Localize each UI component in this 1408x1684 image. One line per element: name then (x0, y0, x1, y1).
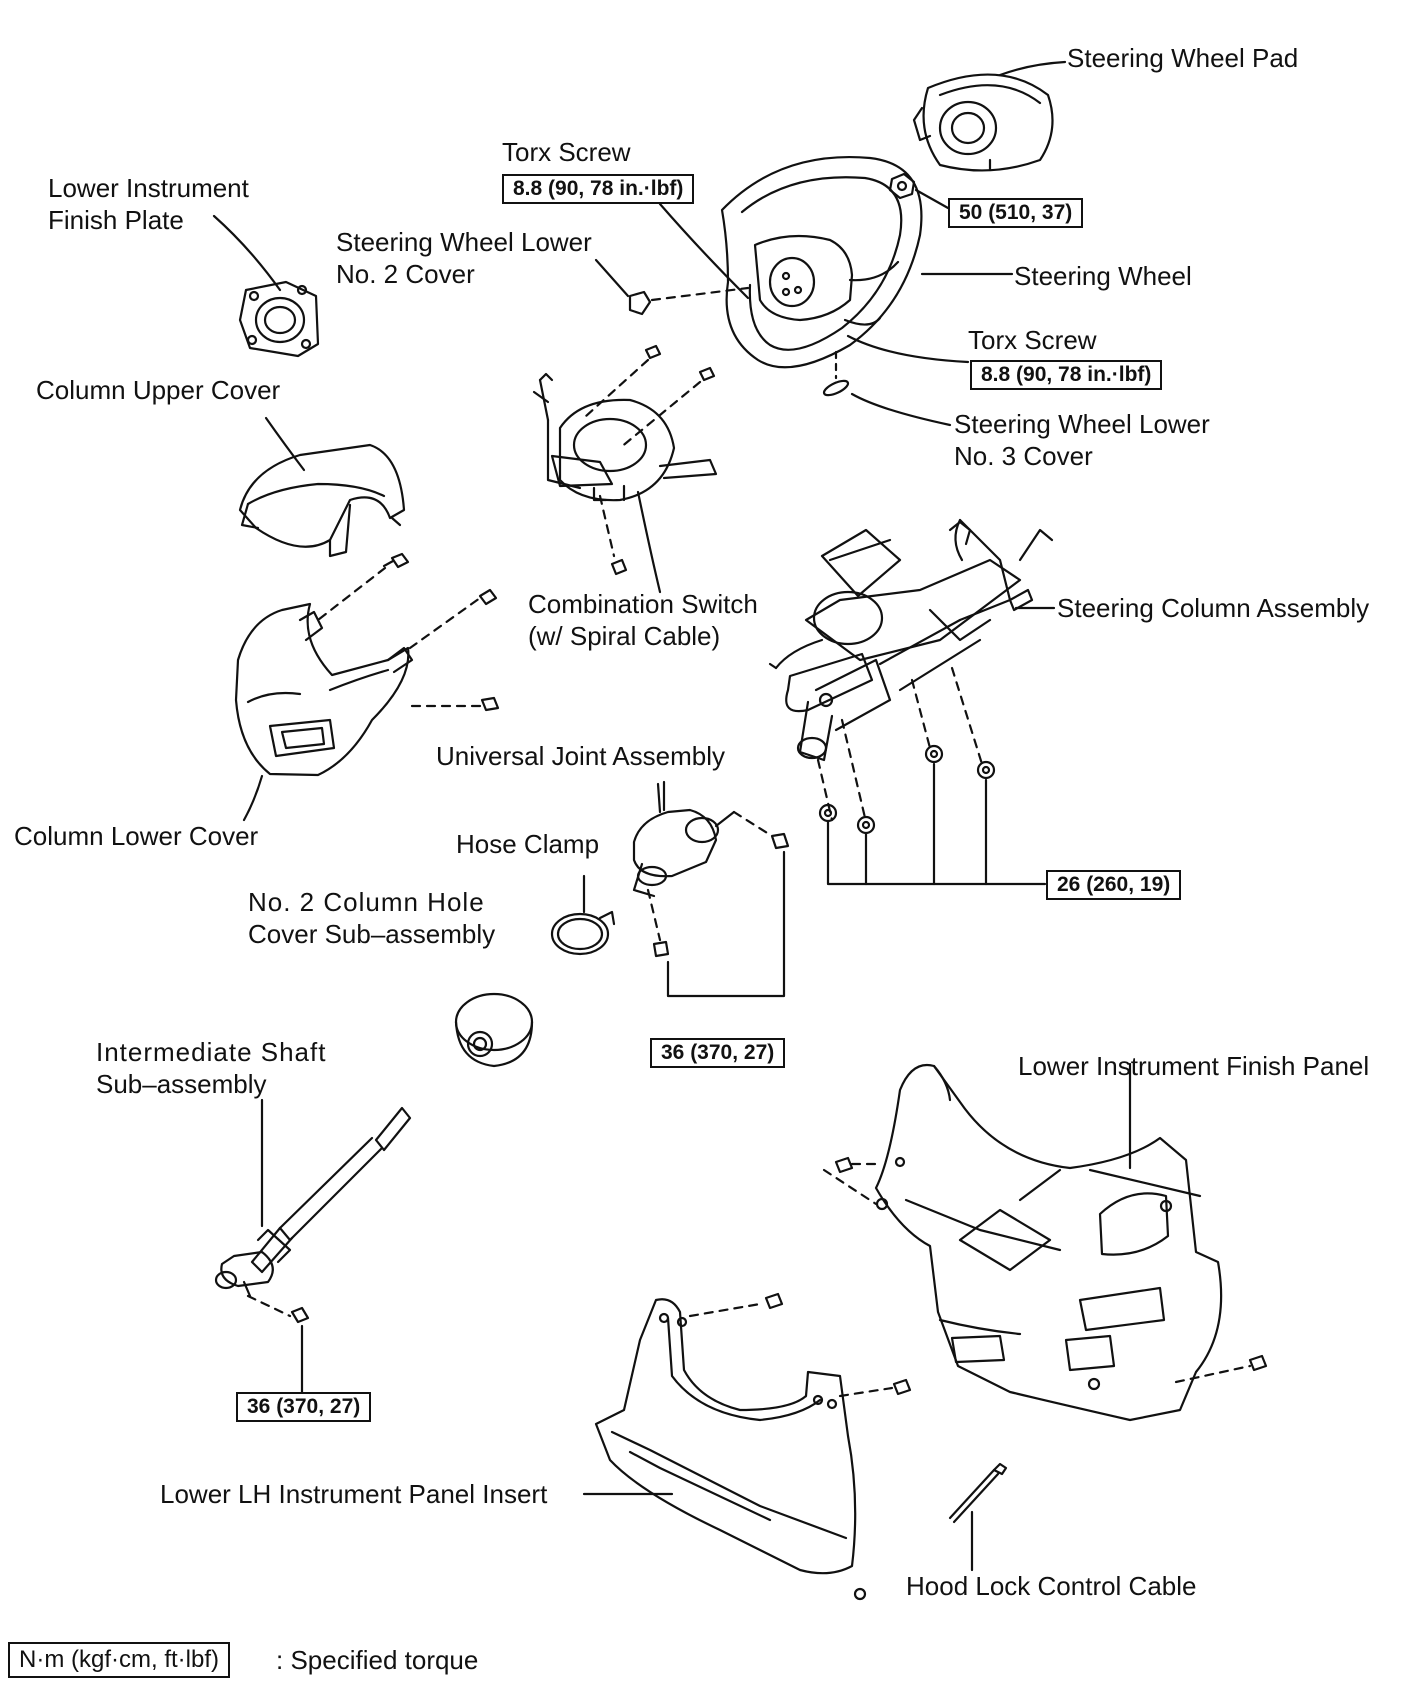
lower-lh-instrument-panel-insert-part (594, 1298, 867, 1601)
column-nut-4 (976, 760, 996, 780)
label-hose-clamp: Hose Clamp (456, 829, 600, 859)
label-intermediate-shaft-1: Intermediate Shaft (96, 1037, 327, 1067)
steering-wheel-pad-part (912, 73, 1054, 172)
label-sw-lower-no3-cover-2: No. 3 Cover (954, 441, 1093, 471)
torque-shaft-bolt: 36 (370, 27) (236, 1392, 372, 1422)
hood-lock-control-cable-part (948, 1462, 1008, 1524)
label-sw-lower-no2-cover-2: No. 2 Cover (336, 259, 475, 289)
torque-torx-screw-upper: 8.8 (90, 78 in.·lbf) (502, 174, 695, 204)
label-steering-column-assembly: Steering Column Assembly (1057, 593, 1370, 623)
label-lower-instrument-finish-plate-2: Finish Plate (48, 205, 184, 235)
lower-cover-screw-2 (480, 696, 500, 712)
label-lower-instrument-finish-plate-1: Lower Instrument (48, 173, 249, 203)
column-lower-cover-part (234, 602, 414, 777)
label-column-upper-cover: Column Upper Cover (36, 375, 281, 405)
label-column-hole-cover-2: Cover Sub–assembly (248, 919, 496, 949)
label-torx-screw-lower: Torx Screw (968, 325, 1097, 355)
universal-joint-part (632, 780, 736, 898)
label-steering-wheel-pad: Steering Wheel Pad (1067, 43, 1299, 73)
column-nut-2 (856, 815, 876, 835)
hose-clamp-part (550, 910, 616, 956)
label-hood-lock-control-cable: Hood Lock Control Cable (906, 1571, 1197, 1601)
intermediate-shaft-part (214, 1106, 412, 1298)
torque-column-nuts: 26 (260, 19) (1046, 870, 1182, 900)
label-column-lower-cover: Column Lower Cover (14, 821, 259, 851)
torque-steering-wheel-nut: 50 (510, 37) (948, 198, 1084, 228)
torque-ujoint-bolts: 36 (370, 27) (650, 1038, 786, 1068)
label-intermediate-shaft-2: Sub–assembly (96, 1069, 267, 1099)
label-universal-joint-assembly: Universal Joint Assembly (436, 741, 725, 771)
legend-unit-box: N·m (kgf·cm, ft·lbf) (8, 1642, 230, 1678)
label-sw-lower-no2-cover-1: Steering Wheel Lower (336, 227, 592, 257)
label-lower-lh-panel-insert: Lower LH Instrument Panel Insert (160, 1479, 548, 1509)
steering-column-assembly-part (768, 518, 1054, 762)
label-column-hole-cover-1: No. 2 Column Hole (248, 887, 485, 917)
column-hole-cover-part (454, 992, 534, 1068)
lower-no2-cover-clip (628, 290, 652, 316)
label-sw-lower-no3-cover-1: Steering Wheel Lower (954, 409, 1210, 439)
lower-cover-screw-1 (478, 588, 498, 606)
legend-specified-torque: : Specified torque (276, 1645, 479, 1675)
lower-instrument-finish-panel-part (874, 1063, 1223, 1422)
column-upper-cover-part (238, 443, 406, 558)
steering-wheel-part (720, 156, 923, 369)
lower-instrument-finish-plate-part (238, 280, 320, 358)
upper-cover-screw (382, 552, 410, 569)
column-nut-3 (924, 744, 944, 764)
torque-torx-screw-lower: 8.8 (90, 78 in.·lbf) (970, 360, 1163, 390)
label-lower-instrument-finish-panel: Lower Instrument Finish Panel (1018, 1051, 1370, 1081)
label-combination-switch-1: Combination Switch (528, 589, 758, 619)
combination-switch-part (532, 372, 718, 502)
label-combination-switch-2: (w/ Spiral Cable) (528, 621, 721, 651)
lower-no3-cover-part (822, 379, 850, 397)
label-steering-wheel: Steering Wheel (1014, 261, 1192, 291)
label-torx-screw-upper: Torx Screw (502, 137, 631, 167)
